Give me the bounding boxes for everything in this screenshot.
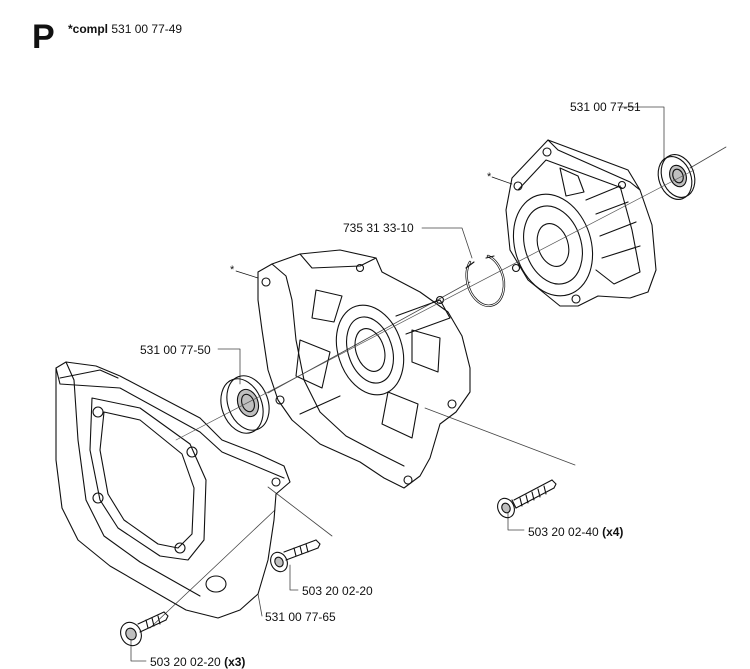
ignition-cover-part: [505, 139, 657, 307]
cylinder-cover-part: [55, 361, 291, 619]
short-screw-a-part: [270, 539, 321, 573]
part-number: 531 00 77-50: [140, 343, 211, 357]
part-qty: (x4): [602, 525, 624, 539]
circlip-part: [465, 254, 506, 307]
compl-prefix: *compl: [68, 22, 109, 36]
long-screw-part: [497, 479, 557, 519]
part-number: 503 20 02-40: [528, 525, 599, 539]
compl-marker-ignition-cover: *: [487, 171, 492, 183]
compl-marker-crankcase: *: [230, 264, 235, 276]
part-number: 503 20 02-20: [150, 655, 221, 669]
leader-lines: [130, 106, 727, 662]
part-label-short-screw-a[interactable]: 503 20 02-20: [302, 585, 373, 597]
compl-marker-leader-b: [491, 176, 513, 185]
part-label-cylinder-cover[interactable]: 531 00 77-65: [265, 611, 336, 623]
part-label-ignition-cover[interactable]: 531 00 77-51: [570, 101, 641, 113]
compl-number: 531 00 77-49: [111, 22, 183, 36]
part-label-short-screw-b[interactable]: 503 20 02-20 (x3): [150, 656, 245, 668]
crankcase-part: [257, 249, 471, 489]
section-letter: P: [32, 18, 55, 56]
compl-note: *compl 531 00 77-49: [68, 23, 182, 35]
part-qty: (x3): [224, 655, 246, 669]
part-label-circlip[interactable]: 735 31 33-10: [343, 222, 414, 234]
compl-marker-leader-a: [235, 270, 259, 279]
part-number: 503 20 02-20: [302, 584, 373, 598]
crank-bearing-part: [220, 375, 270, 434]
part-label-long-screw[interactable]: 503 20 02-40 (x4): [528, 526, 623, 538]
short-screw-b-part: [120, 611, 169, 647]
part-number: 531 00 77-51: [570, 100, 641, 114]
part-number: 531 00 77-65: [265, 610, 336, 624]
ignition-seal-part: [657, 154, 696, 200]
assembly-axis-line: [175, 169, 695, 441]
part-label-crank-bearing[interactable]: 531 00 77-50: [140, 344, 211, 356]
part-number: 735 31 33-10: [343, 221, 414, 235]
